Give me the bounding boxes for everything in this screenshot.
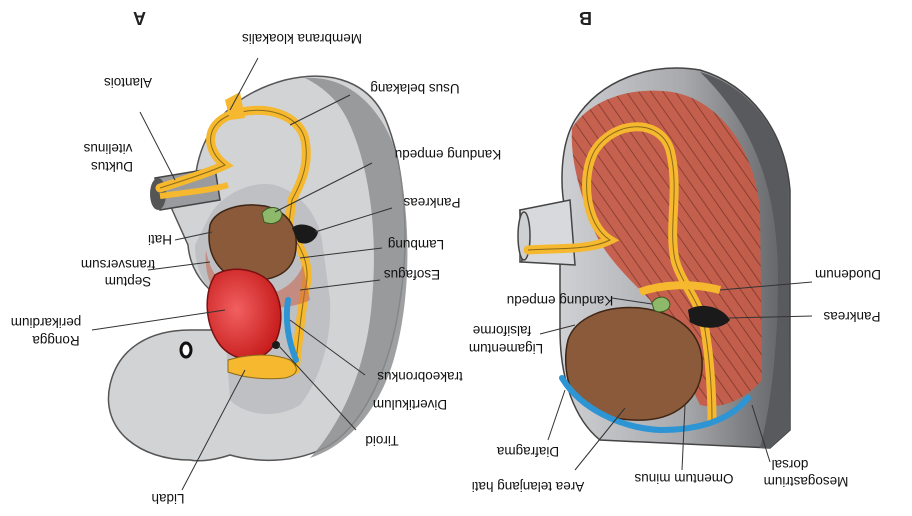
panel-b-letter: B (579, 8, 592, 28)
label-esofagus: Esofagus (384, 267, 441, 282)
panel-a: A (11, 8, 502, 506)
tongue-a (228, 355, 296, 379)
label-lidah: Lidah (151, 491, 184, 506)
label-membrana-kloakalis: Membrana kloakalis (242, 31, 362, 46)
label-kandung-empedu-a: Kandung empedu (395, 147, 502, 162)
label-transversum: transversum (81, 257, 155, 272)
label-pankreas-a: Pankreas (403, 195, 460, 210)
label-falsiforme: falsiforme (473, 323, 532, 338)
liver-a (209, 205, 296, 280)
label-kandung-empedu-b: Kandung empedu (507, 293, 614, 308)
label-vitelinus: vitelinus (83, 141, 132, 156)
label-tiroid: Tiroid (365, 433, 398, 448)
label-duktus: Duktus (91, 159, 133, 174)
eye-mark-a (181, 343, 191, 357)
label-omentum-minus: Omentum minus (634, 471, 733, 486)
label-septum: Septum (105, 274, 152, 289)
label-divertikulum: Divertikulum (373, 397, 447, 412)
label-perikardium: perikardium (11, 315, 82, 330)
label-pankreas-b: Pankreas (823, 309, 880, 324)
label-ligamentum: Ligamentum (469, 341, 543, 356)
label-trakeobronkus: trakeobronkus (377, 369, 463, 384)
label-mesogastrium: Mesogastrium (764, 474, 849, 489)
label-hati: Hati (148, 232, 172, 247)
label-diafragma: Diafragma (496, 444, 559, 459)
thyroid-a (272, 341, 280, 349)
label-usus-belakang: Usus belakang (370, 81, 459, 96)
panel-b: B Duodenum K (469, 8, 881, 494)
label-rongga: Rongga (32, 333, 80, 348)
label-lambung: Lambung (388, 237, 444, 252)
label-alantois: Alantois (104, 75, 152, 90)
label-area-telanjang-hati: Area telanjang hati (472, 479, 585, 494)
panel-a-letter: A (133, 8, 146, 28)
label-dorsal: dorsal (772, 457, 809, 472)
label-duodenum: Duodenum (815, 267, 881, 282)
gallbladder-b (652, 297, 670, 312)
